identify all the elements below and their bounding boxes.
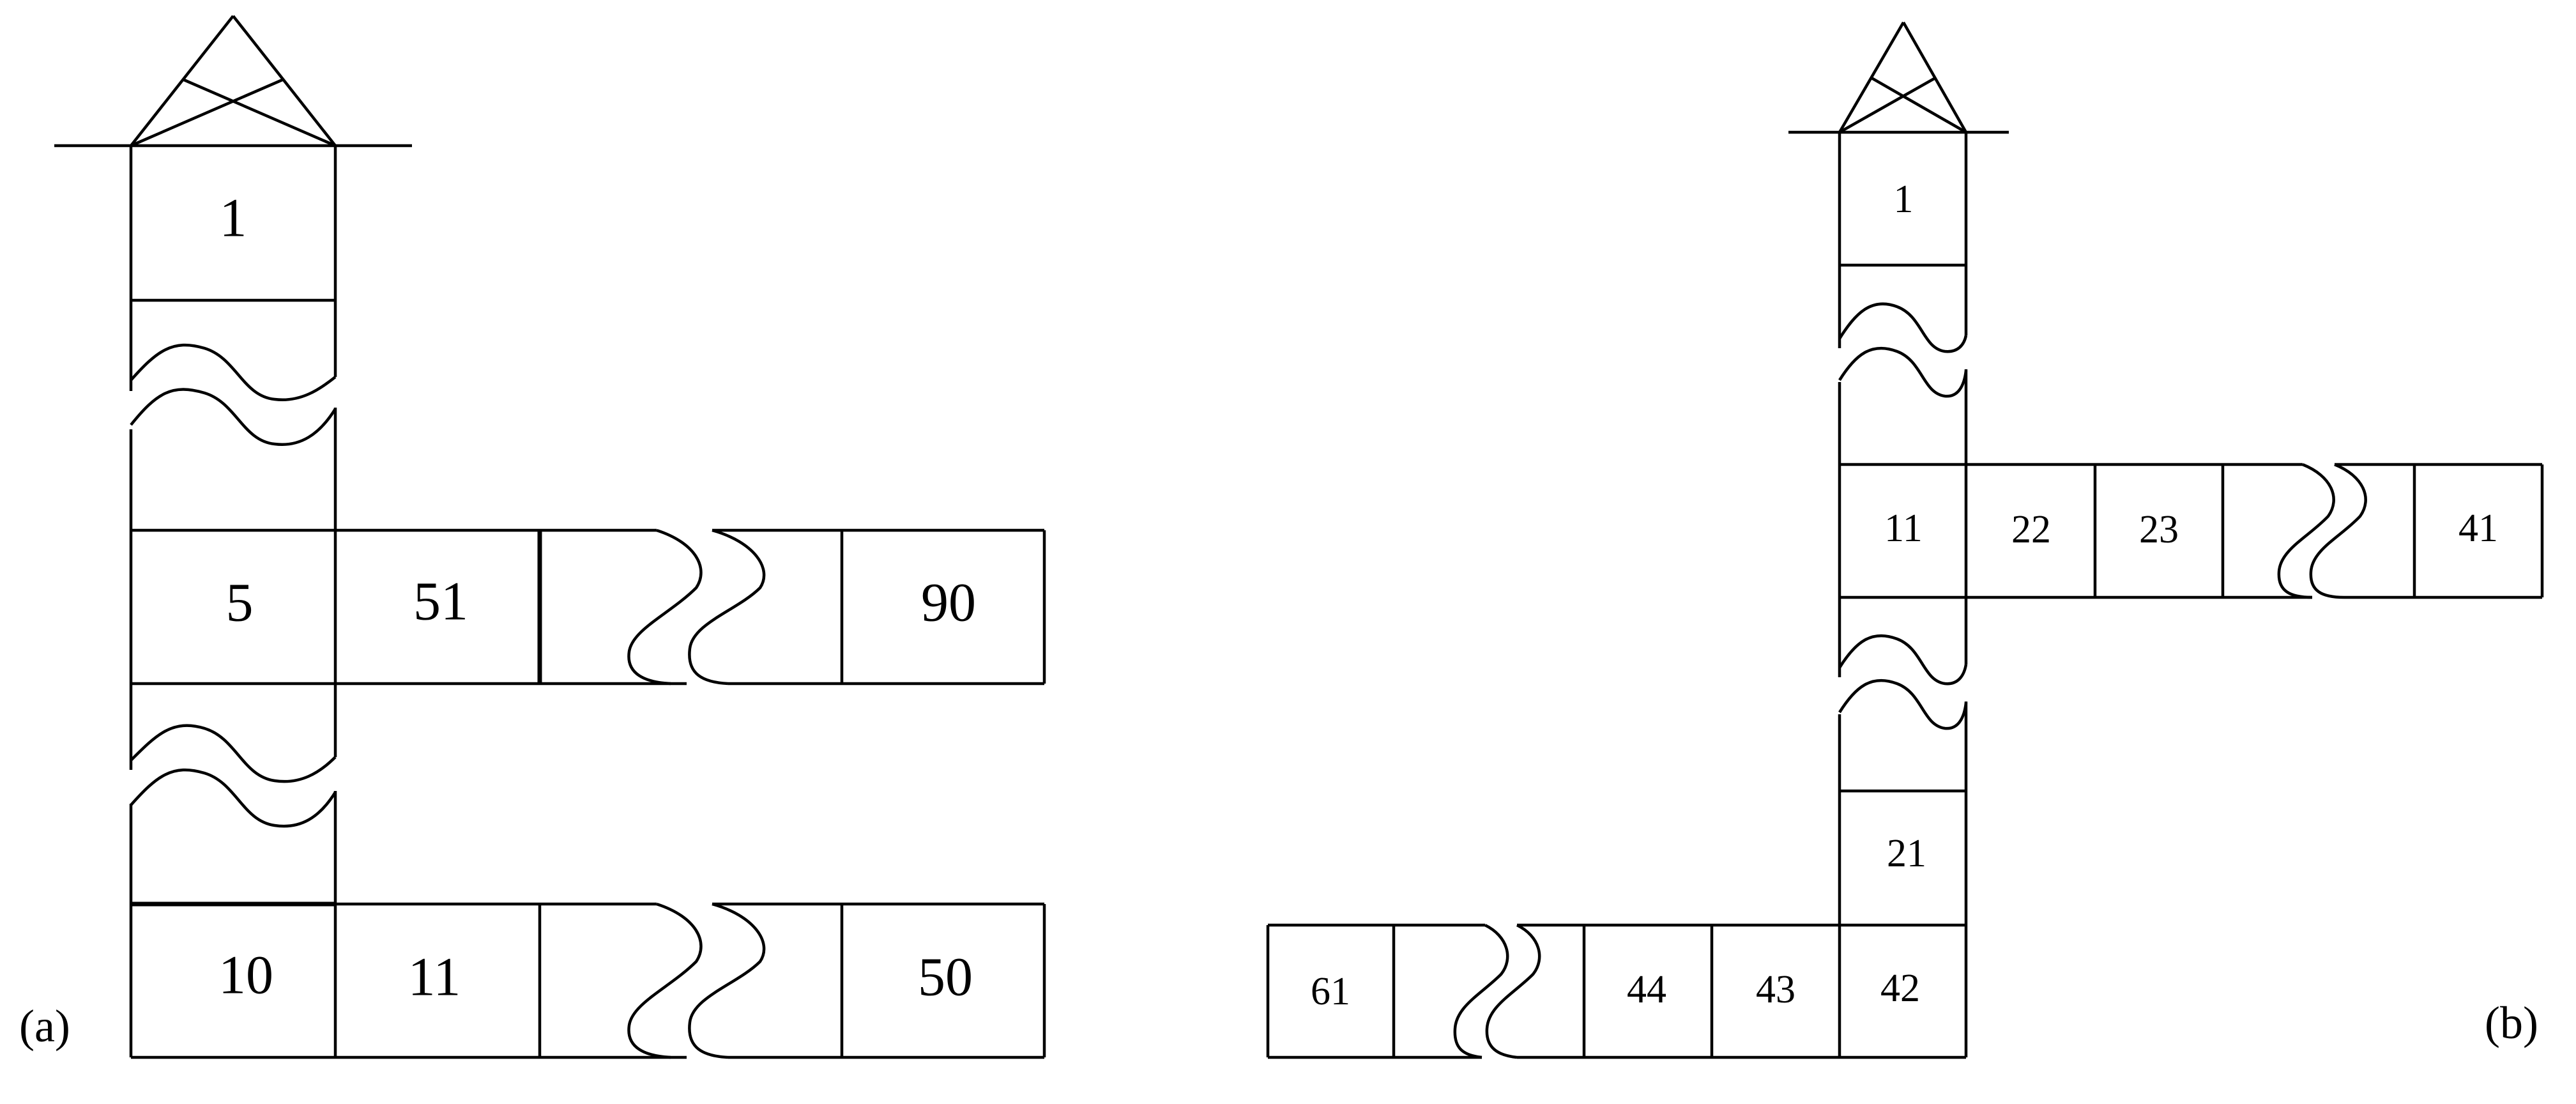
cell-label-b-43: 43 <box>1756 968 1795 1011</box>
left-row-b <box>1266 923 1840 1059</box>
cell-label-b-23: 23 <box>2139 508 2179 551</box>
right-row-b <box>1966 463 2544 599</box>
cell-label-a-90: 90 <box>921 572 976 633</box>
panel-a: 1 5 10 51 90 11 50 (a) <box>19 15 1046 1059</box>
cell-label-b-1: 1 <box>1894 178 1914 221</box>
tower-icon-b <box>1788 21 2009 134</box>
cell-label-a-10: 10 <box>218 944 273 1006</box>
panel-b: 1 11 22 23 41 21 42 43 44 61 (b) <box>1266 21 2544 1059</box>
cell-label-b-22: 22 <box>2011 508 2051 551</box>
cell-label-a-5: 5 <box>226 572 254 633</box>
cell-label-b-21: 21 <box>1887 832 1926 875</box>
panel-caption-b: (b) <box>2485 997 2538 1048</box>
cell-label-a-11: 11 <box>408 946 461 1008</box>
vertical-column-b <box>1838 132 1968 1059</box>
cell-label-a-50: 50 <box>918 946 973 1008</box>
cell-label-a-1: 1 <box>220 187 247 249</box>
bottom-row-a <box>335 902 1046 1059</box>
tower-icon-a <box>54 15 412 148</box>
panel-caption-a: (a) <box>19 1000 70 1052</box>
cell-label-b-41: 41 <box>2458 507 2498 550</box>
cell-label-b-42: 42 <box>1880 967 1920 1010</box>
cell-label-a-51: 51 <box>413 571 468 632</box>
cell-label-b-44: 44 <box>1627 968 1666 1011</box>
cell-label-b-11: 11 <box>1884 507 1923 550</box>
cell-label-b-61: 61 <box>1311 970 1350 1013</box>
middle-row-a <box>335 528 1046 686</box>
vertical-column-a <box>129 146 337 1059</box>
